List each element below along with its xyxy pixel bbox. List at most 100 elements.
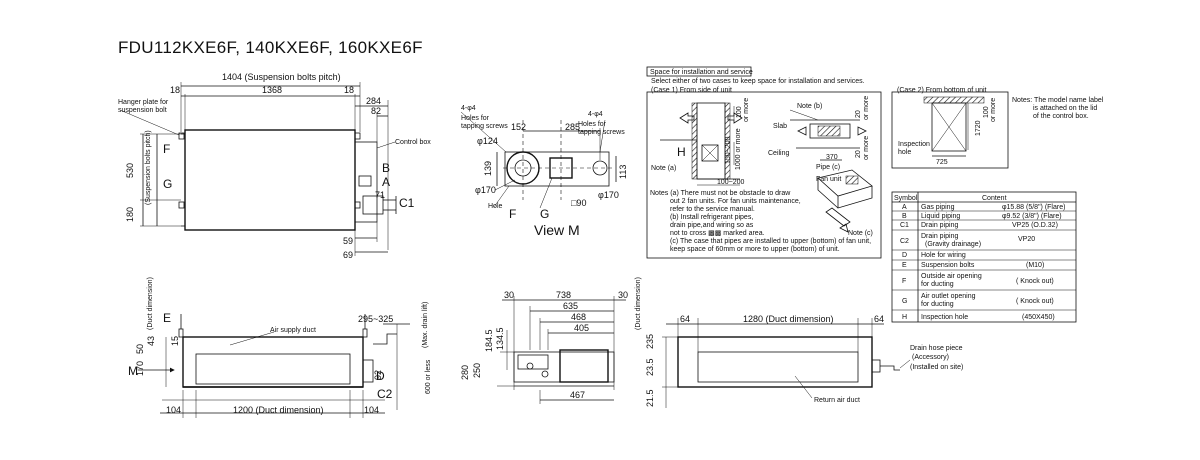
drain-hose — [880, 365, 900, 371]
fan-unit-label: Fan unit — [816, 176, 841, 183]
service-space-panel: Space for installation and service Selec… — [646, 66, 1104, 259]
svg-text:VP20: VP20 — [1018, 236, 1035, 243]
front-unit-outline — [182, 336, 364, 388]
dim-170-left: φ170 — [475, 185, 496, 195]
dim-1368: 1368 — [262, 85, 282, 95]
dim-104-left: 104 — [166, 405, 181, 415]
holes-left-note-2: tapping screws — [461, 123, 508, 130]
svg-text:VP25 (O.D.32): VP25 (O.D.32) — [1012, 222, 1058, 229]
note-c: Note (c) — [848, 230, 873, 237]
svg-text:C1: C1 — [900, 222, 909, 229]
dim-635: 635 — [563, 301, 578, 311]
tag-b: B — [382, 161, 390, 175]
dim-92: 92 — [373, 370, 383, 380]
note-line-8: keep space of 60mm or more to upper (bot… — [670, 246, 840, 253]
dim-1404: 1404 (Suspension bolts pitch) — [222, 72, 341, 82]
dim-235: 235 — [645, 334, 655, 349]
dim-1000: 1000 or more — [735, 128, 742, 170]
note-line-1: Notes (a) There must not be obstacle to … — [650, 190, 791, 197]
note-line-2: out 2 fan units. For fan units maintenan… — [670, 198, 801, 205]
front-duct-dim: (Duct dimension) — [147, 277, 154, 330]
tag-c2: C2 — [377, 387, 393, 401]
ceiling-label: Ceiling — [768, 150, 790, 157]
dim-725: 725 — [936, 159, 948, 166]
view-m: 4-φ4 Holes for tapping screws 4-φ4 Holes… — [460, 105, 628, 238]
dim-100-top: 100 — [736, 106, 743, 118]
holes-right: 4-φ4 — [588, 111, 603, 118]
note-line-4: (b) Install refrigerant pipes, — [670, 214, 753, 221]
slab-label: Slab — [773, 123, 787, 130]
svg-text:B: B — [902, 213, 907, 220]
svg-text:( Knock out): ( Knock out) — [1016, 298, 1054, 305]
dim-180: 180 — [125, 207, 135, 222]
tag-f: F — [163, 142, 170, 156]
svg-text:Inspection hole: Inspection hole — [921, 314, 968, 321]
case1-frame — [646, 91, 882, 259]
svg-text:E: E — [902, 262, 907, 269]
view-m-tag-f: F — [509, 207, 516, 221]
rear-unit-outline — [677, 336, 873, 388]
note-line-7: (c) The case that pipes are installed to… — [670, 238, 871, 245]
symbol-table: Symbol Content A Gas piping φ15.88 (5/8"… — [891, 191, 1077, 323]
dim-64-right: 64 — [874, 314, 884, 324]
svg-text:φ9.52 (3/8") (Flare): φ9.52 (3/8") (Flare) — [1002, 213, 1062, 220]
model-note-2: is attached on the lid — [1033, 105, 1097, 112]
hanger-label-1: Hanger plate for — [118, 99, 169, 106]
svg-text:(Gravity drainage): (Gravity drainage) — [925, 241, 981, 248]
side-view: 30 738 30 635 468 405 184.5 134.5 280 25… — [460, 290, 628, 404]
dim-600: 600 or less — [425, 359, 432, 394]
return-air-duct-label: Return air duct — [814, 397, 860, 404]
svg-text:for ducting: for ducting — [921, 281, 954, 288]
dim-18-left: 18 — [170, 85, 180, 95]
svg-text:G: G — [902, 298, 907, 305]
svg-text:or more: or more — [863, 96, 870, 120]
inspection-label-1: Inspection — [898, 141, 930, 148]
tag-g: G — [163, 177, 172, 191]
case1-unit — [696, 102, 726, 180]
svg-text:Outside air opening: Outside air opening — [921, 273, 982, 280]
dim-104-right: 104 — [364, 405, 379, 415]
top-view: 1404 (Suspension bolts pitch) 1368 18 18… — [118, 72, 431, 260]
tag-c1: C1 — [399, 196, 415, 210]
control-box-label: Control box — [395, 139, 431, 146]
drain-hose-label-3: (Installed on site) — [910, 364, 963, 371]
svg-text:H: H — [902, 314, 907, 321]
view-m-caption: View M — [534, 222, 580, 238]
svg-text:or more: or more — [863, 136, 870, 160]
dim-max-drain: (Max. drain lift) — [422, 302, 429, 348]
tag-e: E — [163, 311, 171, 325]
svg-text:or more: or more — [990, 98, 997, 122]
tag-m: M — [128, 364, 138, 378]
dim-64-left: 64 — [680, 314, 690, 324]
drain-hose-label-1: Drain hose piece — [910, 345, 963, 352]
dim-530: 530 — [125, 163, 135, 178]
svg-text:Gas piping: Gas piping — [921, 204, 955, 211]
pipe-c: Pipe (c) — [816, 164, 840, 171]
svg-text:for ducting: for ducting — [921, 301, 954, 308]
note-line-6: not to cross ▩▩ marked area. — [670, 230, 765, 237]
dim-69: 69 — [343, 250, 353, 260]
dim-170: 170 — [135, 361, 145, 376]
svg-text:(M10): (M10) — [1026, 262, 1044, 269]
dim-82: 82 — [371, 106, 381, 116]
air-supply-duct-label: Air supply duct — [270, 327, 316, 334]
front-view: Air supply duct 295~325 (Max. drain lift… — [128, 277, 432, 418]
label-530: (Suspension bolts pitch) — [145, 130, 152, 205]
case1-label: (Case 1) From side of unit — [651, 87, 732, 94]
dim-134-5: 134.5 — [495, 327, 505, 350]
dim-170-right: φ170 — [598, 190, 619, 200]
dim-71: 71 — [375, 190, 385, 200]
dim-150-200: 150~200 — [725, 136, 732, 164]
view-m-tag-g: G — [540, 207, 549, 221]
control-box — [354, 141, 378, 223]
svg-text:20: 20 — [855, 110, 862, 118]
dim-405: 405 — [574, 323, 589, 333]
table-head-symbol: Symbol — [894, 195, 918, 202]
dim-280: 280 — [460, 365, 470, 380]
svg-text:(450X450): (450X450) — [1022, 314, 1055, 321]
drain-hose-label-2: (Accessory) — [912, 354, 949, 361]
rear-duct-dim: (Duct dimension) — [635, 277, 642, 330]
supply-duct-rect — [195, 353, 351, 385]
dim-184-5: 184.5 — [484, 329, 494, 352]
svg-text:Liquid piping: Liquid piping — [921, 213, 960, 220]
